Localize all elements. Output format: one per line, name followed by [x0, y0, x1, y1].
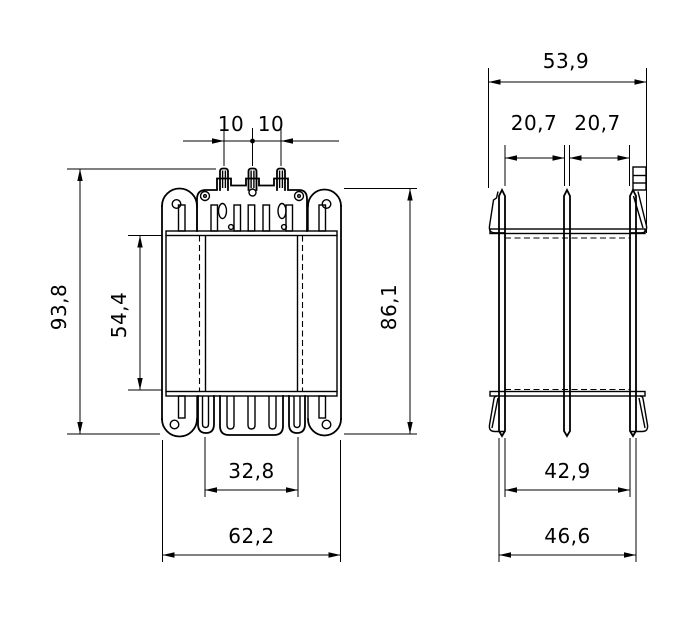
side-view — [488, 166, 649, 438]
side-view-dimensions: 53,9 20,7 20,7 42,9 — [488, 49, 647, 562]
dim-inner-depth: 42,9 — [504, 438, 631, 497]
dim-label-pitch-right: 20,7 — [574, 111, 621, 135]
mount-hole-bottom-right — [321, 419, 332, 430]
upper-fingers — [177, 204, 327, 232]
foot-bottom-right — [631, 395, 649, 433]
front-view-dimensions: 10 10 93,8 54,4 86,1 — [47, 112, 417, 562]
dim-label-body-height: 86,1 — [377, 284, 401, 331]
dim-total-height: 93,8 — [47, 168, 216, 435]
mount-hole-bottom-left — [169, 419, 180, 430]
dim-label-total-height: 93,8 — [47, 284, 71, 331]
dim-outer-depth: 46,6 — [498, 438, 637, 562]
solder-pins — [219, 167, 286, 191]
dim-label-outer-depth: 46,6 — [544, 524, 591, 548]
mount-hole-top-left — [171, 198, 182, 209]
dim-label-inner-depth: 42,9 — [544, 459, 591, 483]
dim-body-height: 86,1 — [344, 188, 417, 435]
foot-bottom-left — [488, 395, 505, 433]
mount-hole-top-right — [321, 198, 332, 209]
rail-right — [629, 187, 637, 438]
dim-pitch-right: 20,7 — [569, 111, 630, 186]
dim-label-window-height: 54,4 — [107, 292, 131, 339]
dim-label-total-width: 62,2 — [228, 524, 275, 548]
dim-window-height: 54,4 — [107, 235, 162, 391]
dim-total-width: 62,2 — [162, 440, 341, 562]
dim-label-total-depth: 53,9 — [543, 49, 590, 73]
dim-label-pin-pitch-right: 10 — [258, 112, 284, 136]
pin-stack-side — [632, 166, 647, 191]
rail-center — [563, 187, 571, 438]
dim-slot-spacing: 32,8 — [204, 437, 299, 497]
dim-label-pin-pitch-left: 10 — [218, 112, 244, 136]
dim-pin-pitch: 10 10 — [183, 112, 339, 166]
dim-total-depth: 53,9 — [488, 49, 647, 233]
dim-label-pitch-left: 20,7 — [511, 111, 558, 135]
dim-pitch-left: 20,7 — [504, 111, 565, 186]
rail-left — [498, 187, 506, 438]
dim-label-slot-spacing: 32,8 — [228, 459, 275, 483]
front-view — [161, 167, 342, 438]
foot-top-left — [488, 191, 505, 234]
lower-fingers — [177, 395, 327, 436]
